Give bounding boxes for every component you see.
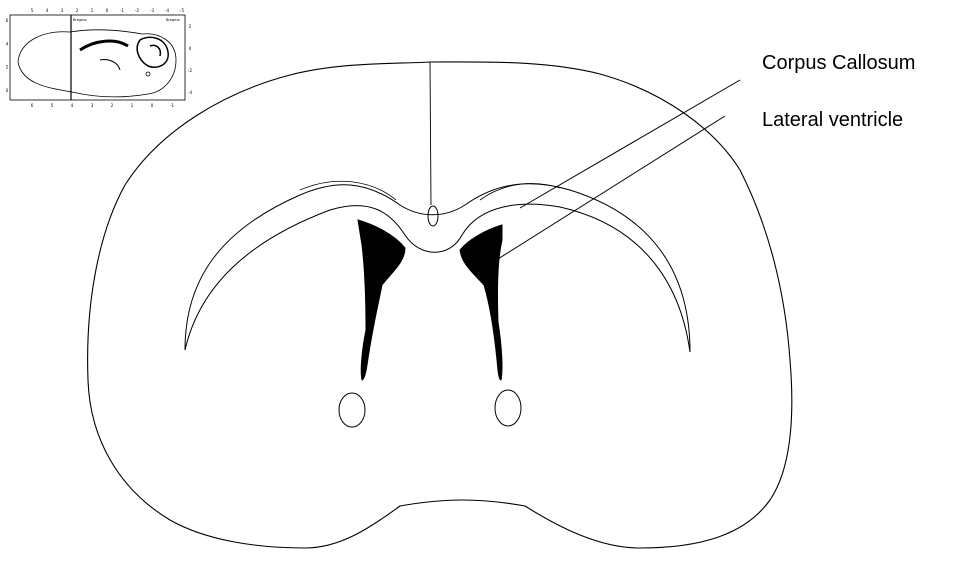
inset-tick-label: 2 (111, 103, 114, 108)
inset-tick-label: -2 (188, 68, 192, 73)
inset-tick-label: -1 (120, 8, 124, 13)
brain-outline (88, 62, 792, 548)
inset-tick-label: 6 (31, 103, 34, 108)
midline-fissure (430, 62, 431, 205)
inset-tick-label: 2 (76, 8, 79, 13)
inset-tick-label: 0 (189, 46, 192, 51)
inset-tick-label: 0 (6, 88, 9, 93)
cingulum-line-left (300, 181, 396, 200)
leader-line-lateral-ventricle (490, 116, 725, 264)
inset-tick-label: 2 (189, 24, 192, 29)
inset-left-tick-labels: 6 4 2 0 (6, 18, 9, 93)
inset-bottom-tick-labels: 6 5 4 3 2 1 0 -1 (31, 103, 175, 108)
anterior-commissure-left (339, 393, 365, 427)
inset-tick-label: -3 (150, 8, 154, 13)
leader-line-corpus-callosum (520, 80, 740, 208)
inset-tick-label: 4 (6, 41, 9, 46)
label-lateral-ventricle: Lateral ventricle (762, 110, 903, 130)
inset-tick-label: 3 (91, 103, 94, 108)
inset-tick-label: -5 (180, 8, 184, 13)
anterior-commissure-right (495, 390, 521, 426)
inset-tick-label: 3 (61, 8, 64, 13)
sagittal-inset: 5 4 3 2 1 0 -1 -2 -3 -4 -5 6 5 4 3 2 1 0 -1 6 4 2 0 2 0 -2 -4 B… (6, 8, 193, 108)
label-corpus-callosum: Corpus Callosum (762, 53, 915, 73)
inset-tick-label: 6 (6, 18, 9, 23)
inset-tick-label: -2 (135, 8, 139, 13)
inset-right-tick-labels: 2 0 -2 -4 (188, 24, 192, 95)
inset-tick-label: -4 (188, 90, 192, 95)
inset-tick-label: 4 (71, 103, 74, 108)
inset-tick-label: 5 (51, 103, 54, 108)
lateral-ventricle-right (460, 225, 502, 380)
corpus-callosum-inner (185, 204, 690, 352)
inset-top-tick-labels: 5 4 3 2 1 0 -1 -2 -3 -4 -5 (31, 8, 185, 13)
inset-tick-label: 1 (91, 8, 94, 13)
midline-oval (428, 206, 438, 226)
inset-tick-label: -1 (170, 103, 174, 108)
inset-tick-label: 2 (6, 65, 9, 70)
inset-bregma-right: Bregma (166, 18, 180, 22)
lateral-ventricle-left (358, 220, 405, 380)
inset-tick-label: 0 (106, 8, 109, 13)
inset-tick-label: 0 (151, 103, 154, 108)
inset-bregma-left: Bregma (73, 18, 87, 22)
inset-tick-label: 4 (46, 8, 49, 13)
inset-tick-label: -4 (165, 8, 169, 13)
corpus-callosum-outer (185, 184, 690, 352)
inset-tick-label: 5 (31, 8, 34, 13)
inset-tick-label: 1 (131, 103, 134, 108)
